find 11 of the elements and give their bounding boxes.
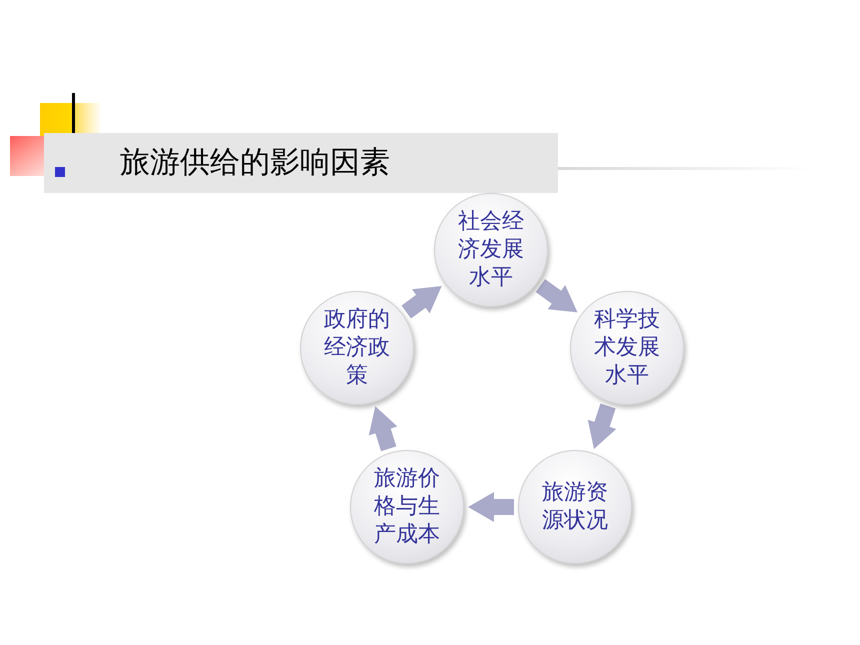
block-arrow <box>536 279 578 312</box>
block-arrow <box>588 403 616 450</box>
title: 旅游供给的影响因素 <box>120 145 390 181</box>
factor-label: 科学技术发展水平 <box>593 306 661 390</box>
block-arrow <box>368 406 398 452</box>
block-arrow <box>402 286 442 318</box>
block-arrow <box>468 492 514 522</box>
factor-label: 旅游价格与生产成本 <box>373 465 441 549</box>
factor-label: 社会经济发展水平 <box>457 208 525 292</box>
factor-label: 旅游资源状况 <box>541 479 609 535</box>
factor-label: 政府的经济政策 <box>323 306 391 390</box>
